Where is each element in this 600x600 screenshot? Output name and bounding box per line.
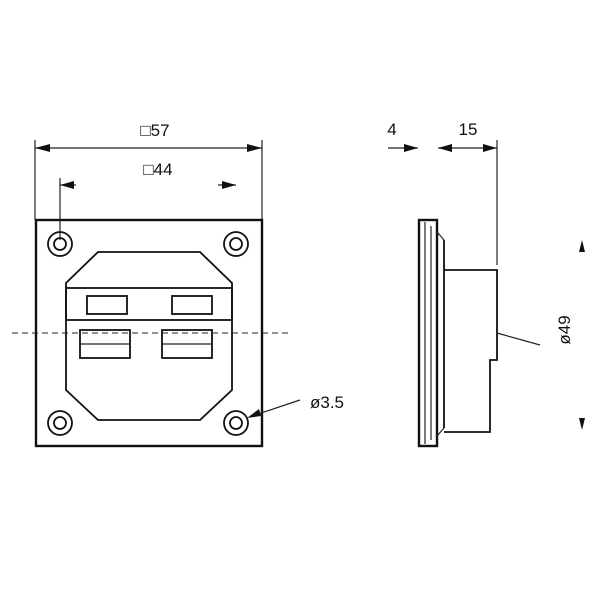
hole-diameter-callout: ø3.5 — [247, 393, 344, 418]
side-view: 4 15 ø49 — [387, 120, 585, 448]
outer-width-label: □57 — [140, 121, 169, 140]
outer-width-dimension: □57 — [34, 121, 263, 220]
side-housing — [444, 269, 498, 433]
hole-spacing-dimension: □44 — [59, 160, 236, 240]
diameter-dimension: ø49 — [496, 240, 585, 430]
thickness-label: 4 — [387, 120, 396, 139]
corner-hole — [223, 231, 249, 257]
spring-clip-right — [161, 329, 213, 359]
terminal-recess — [65, 251, 233, 421]
corner-holes — [47, 231, 249, 436]
depth-label: 15 — [459, 120, 478, 139]
diameter-label: ø49 — [555, 315, 574, 344]
corner-hole — [47, 410, 73, 436]
terminal-slot-left — [86, 295, 128, 315]
corner-hole — [223, 410, 249, 436]
terminal-block — [65, 287, 233, 321]
hole-diameter-label: ø3.5 — [310, 393, 344, 412]
side-depth-dimensions: 4 15 — [387, 120, 498, 265]
hole-spacing-label: □44 — [143, 160, 172, 179]
terminal-slot-right — [171, 295, 213, 315]
corner-hole — [47, 231, 73, 257]
front-view: □57 □44 — [12, 121, 344, 448]
side-plate — [417, 218, 445, 448]
spring-clip-left — [79, 329, 131, 359]
